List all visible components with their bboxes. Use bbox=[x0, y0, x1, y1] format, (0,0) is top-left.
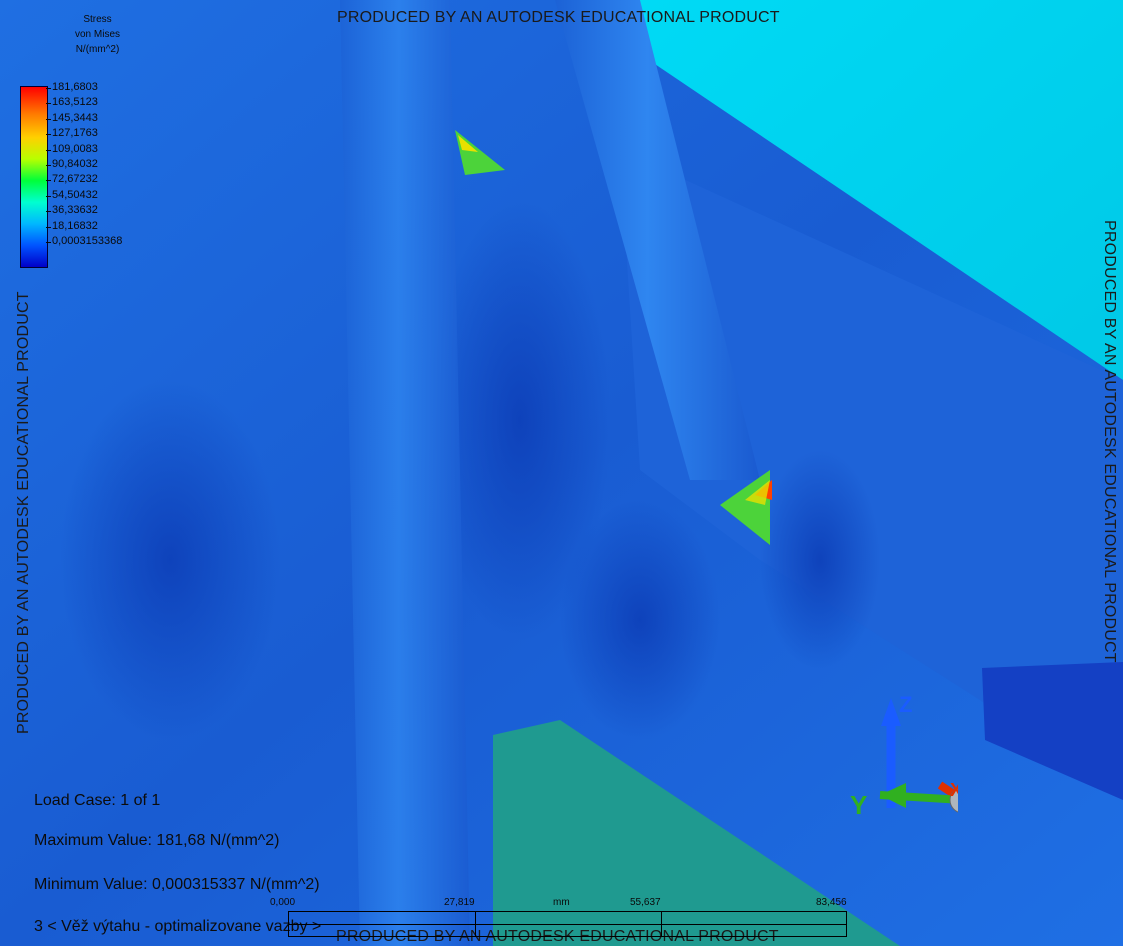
triad-origin bbox=[949, 787, 958, 813]
watermark-left: PRODUCED BY AN AUTODESK EDUCATIONAL PROD… bbox=[15, 291, 32, 734]
legend-value: 127,1763 bbox=[45, 126, 122, 141]
triad-x-axis bbox=[937, 781, 958, 802]
scale-tick-label: 83,456 bbox=[816, 897, 847, 908]
max-value-label: Maximum Value: 181,68 N/(mm^2) bbox=[34, 832, 280, 849]
legend-title-line: von Mises bbox=[74, 29, 120, 40]
legend-title: Stress von Mises N/(mm^2) bbox=[50, 12, 145, 57]
min-value-label: Minimum Value: 0,000315337 N/(mm^2) bbox=[34, 876, 320, 893]
legend-value: 90,84032 bbox=[45, 157, 122, 172]
scale-labels: 0,000 27,819 mm 55,637 83,456 bbox=[0, 897, 1123, 909]
legend-value: 109,0083 bbox=[45, 142, 122, 157]
orientation-triad[interactable]: Z Y X bbox=[848, 668, 958, 828]
legend-labels: 181,6803 163,5123 145,3443 127,1763 109,… bbox=[45, 80, 122, 249]
legend-title-line: Stress bbox=[83, 14, 112, 25]
shade-region bbox=[760, 450, 880, 670]
legend-color-bar bbox=[20, 86, 48, 268]
legend-value: 54,50432 bbox=[45, 188, 122, 203]
shade-region bbox=[560, 500, 720, 740]
right-block bbox=[982, 662, 1123, 800]
legend-value: 163,5123 bbox=[45, 95, 122, 110]
hotspot-upper bbox=[455, 130, 505, 175]
scale-bar bbox=[288, 911, 847, 937]
hotspot-lower-ring bbox=[745, 480, 770, 505]
load-case-label: Load Case: 1 of 1 bbox=[34, 792, 161, 809]
legend-value: 181,6803 bbox=[45, 80, 122, 95]
triad-z-label: Z bbox=[899, 692, 912, 717]
scale-tick-label: 27,819 bbox=[444, 897, 475, 908]
shade-region bbox=[60, 380, 280, 740]
legend-value: 72,67232 bbox=[45, 172, 122, 187]
column-left bbox=[340, 0, 470, 946]
legend-value: 0,0003153368 bbox=[45, 234, 122, 249]
shade-region bbox=[430, 200, 610, 640]
hotspot-lower bbox=[720, 470, 770, 545]
legend-title-line: N/(mm^2) bbox=[75, 44, 120, 55]
legend-value: 18,16832 bbox=[45, 219, 122, 234]
triad-y-arrow bbox=[880, 783, 906, 808]
triad-y-label: Y bbox=[850, 790, 867, 820]
legend-value: 145,3443 bbox=[45, 111, 122, 126]
watermark-right: PRODUCED BY AN AUTODESK EDUCATIONAL PROD… bbox=[1101, 220, 1118, 663]
model-name-label: 3 < Věž výtahu - optimalizovane vazby > bbox=[34, 918, 322, 935]
right-beam bbox=[620, 150, 1123, 800]
floor-plate bbox=[493, 720, 900, 946]
triad-z-arrow bbox=[881, 698, 901, 726]
hotspot-upper-tip bbox=[458, 135, 478, 152]
legend-value: 36,33632 bbox=[45, 203, 122, 218]
scale-unit-label: mm bbox=[553, 897, 570, 908]
watermark-top: PRODUCED BY AN AUTODESK EDUCATIONAL PROD… bbox=[337, 9, 780, 26]
triad-x-label: X bbox=[950, 780, 958, 800]
scale-tick-label: 0,000 bbox=[270, 897, 296, 908]
column-right bbox=[555, 0, 760, 480]
scale-tick-label: 55,637 bbox=[630, 897, 661, 908]
